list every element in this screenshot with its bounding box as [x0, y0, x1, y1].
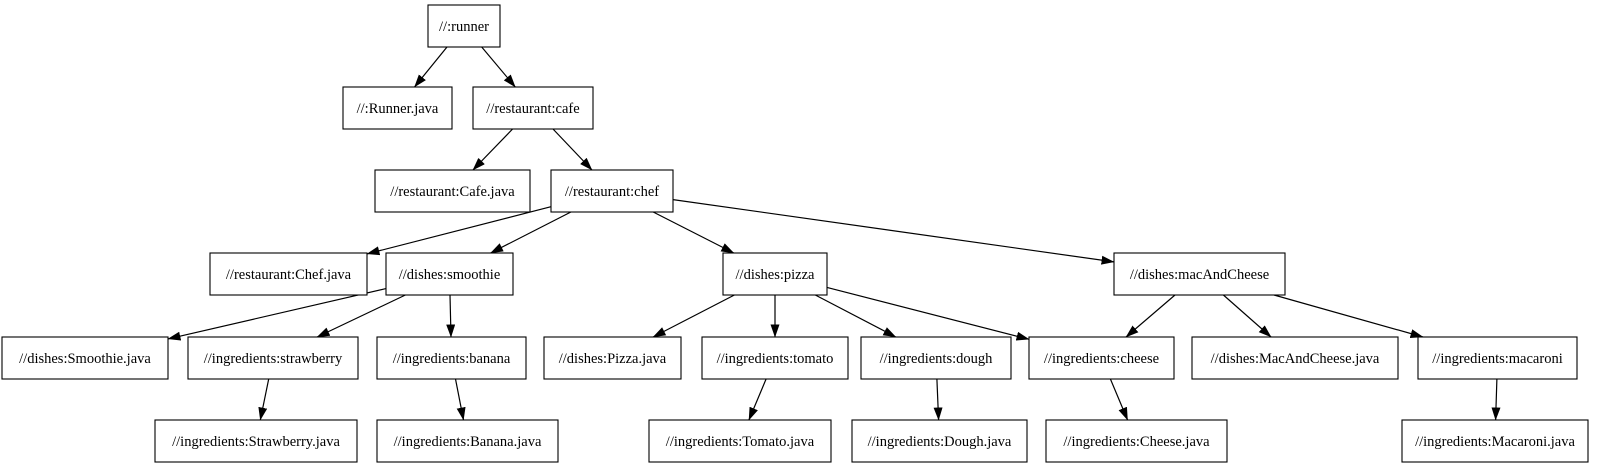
graph-node-label-dough: //ingredients:dough	[880, 351, 994, 367]
graph-edge-mac_and_cheese-mac_and_cheese_java	[1223, 294, 1272, 338]
graph-edge-pizza-dough	[815, 294, 897, 338]
graph-node-dough: //ingredients:dough	[860, 336, 1012, 380]
graph-node-box-runner_java	[342, 86, 453, 130]
graph-edge-chef-mac_and_cheese	[672, 199, 1115, 265]
graph-node-box-mac_and_cheese_java	[1191, 336, 1399, 380]
graph-node-strawberry: //ingredients:strawberry	[187, 336, 359, 380]
graph-node-label-cheese: //ingredients:cheese	[1044, 351, 1159, 367]
graph-node-box-pizza	[722, 252, 828, 296]
graph-node-runner_java: //:Runner.java	[342, 86, 453, 130]
graph-node-label-banana_java: //ingredients:Banana.java	[394, 434, 542, 450]
graph-edge-smoothie-strawberry	[316, 294, 406, 338]
graph-edge-mac_and_cheese-cheese	[1125, 294, 1176, 338]
graph-node-pizza: //dishes:pizza	[722, 252, 828, 296]
graph-node-label-strawberry_java: //ingredients:Strawberry.java	[172, 434, 340, 450]
graph-node-label-pizza: //dishes:pizza	[736, 267, 815, 283]
graph-node-label-banana: //ingredients:banana	[393, 351, 511, 367]
graph-edge-pizza-pizza_java	[652, 294, 735, 338]
graph-node-box-tomato	[701, 336, 849, 380]
graph-node-label-cafe_java: //restaurant:Cafe.java	[390, 184, 515, 200]
graph-node-smoothie_java: //dishes:Smoothie.java	[1, 336, 169, 380]
graph-node-label-cheese_java: //ingredients:Cheese.java	[1063, 434, 1210, 450]
graph-node-box-dough_java	[851, 419, 1028, 463]
graph-edge-strawberry-strawberry_java	[258, 378, 270, 421]
graph-edge-cafe-chef	[552, 128, 593, 171]
graph-node-label-strawberry: //ingredients:strawberry	[204, 351, 343, 367]
graph-node-cafe: //restaurant:cafe	[472, 86, 594, 130]
graph-node-label-pizza_java: //dishes:Pizza.java	[559, 351, 667, 367]
graph-node-label-macaroni: //ingredients:macaroni	[1432, 351, 1562, 367]
graph-edge-smoothie-banana	[446, 294, 456, 338]
graph-node-box-macaroni_java	[1401, 419, 1589, 463]
graph-node-box-smoothie_java	[1, 336, 169, 380]
graph-node-box-cheese	[1028, 336, 1175, 380]
graph-node-box-chef	[550, 169, 674, 213]
graph-node-box-tomato_java	[648, 419, 832, 463]
graph-node-label-chef: //restaurant:chef	[565, 184, 659, 200]
graph-node-box-pizza_java	[543, 336, 682, 380]
graph-node-cafe_java: //restaurant:Cafe.java	[374, 169, 531, 213]
graph-node-box-mac_and_cheese	[1113, 252, 1286, 296]
graph-node-chef_java: //restaurant:Chef.java	[209, 252, 368, 296]
graph-edge-chef-chef_java	[366, 206, 552, 256]
graph-node-box-chef_java	[209, 252, 368, 296]
graph-edge-cafe-cafe_java	[472, 128, 514, 171]
graph-node-label-macaroni_java: //ingredients:Macaroni.java	[1415, 434, 1575, 450]
graph-node-smoothie: //dishes:smoothie	[385, 252, 514, 296]
graph-edge-banana-banana_java	[454, 378, 466, 421]
graph-edge-tomato-tomato_java	[748, 378, 767, 421]
graph-node-macaroni: //ingredients:macaroni	[1417, 336, 1578, 380]
graph-node-box-strawberry	[187, 336, 359, 380]
graph-node-pizza_java: //dishes:Pizza.java	[543, 336, 682, 380]
graph-node-label-smoothie: //dishes:smoothie	[399, 267, 501, 283]
graph-node-box-banana	[376, 336, 527, 380]
graph-node-box-banana_java	[376, 419, 559, 463]
graph-edge-chef-pizza	[652, 211, 735, 254]
graph-node-runner: //:runner	[427, 4, 501, 48]
graph-node-banana_java: //ingredients:Banana.java	[376, 419, 559, 463]
graph-node-label-mac_and_cheese_java: //dishes:MacAndCheese.java	[1211, 351, 1380, 367]
graph-edges-layer	[167, 46, 1501, 421]
graph-node-strawberry_java: //ingredients:Strawberry.java	[154, 419, 358, 463]
graph-node-label-dough_java: //ingredients:Dough.java	[868, 434, 1012, 450]
graph-edge-mac_and_cheese-macaroni	[1273, 294, 1424, 338]
graph-nodes-layer: //:runner //:Runner.java //restaurant:cafe…	[1, 4, 1589, 463]
graph-node-box-cafe_java	[374, 169, 531, 213]
graph-edge-dough-dough_java	[933, 378, 943, 421]
graph-node-box-cafe	[472, 86, 594, 130]
graph-node-label-chef_java: //restaurant:Chef.java	[226, 267, 352, 283]
graph-node-label-tomato: //ingredients:tomato	[717, 351, 834, 367]
graph-node-label-tomato_java: //ingredients:Tomato.java	[666, 434, 815, 450]
graph-edge-macaroni-macaroni_java	[1491, 378, 1501, 421]
graph-node-box-runner	[427, 4, 501, 48]
graph-node-mac_and_cheese: //dishes:macAndCheese	[1113, 252, 1286, 296]
graph-node-macaroni_java: //ingredients:Macaroni.java	[1401, 419, 1589, 463]
graph-node-label-runner: //:runner	[439, 19, 489, 35]
graph-node-cheese: //ingredients:cheese	[1028, 336, 1175, 380]
graph-node-label-smoothie_java: //dishes:Smoothie.java	[19, 351, 151, 367]
graph-node-label-cafe: //restaurant:cafe	[486, 101, 579, 117]
graph-edge-chef-smoothie	[490, 211, 572, 254]
graph-edge-runner-cafe	[481, 46, 516, 88]
graph-node-box-cheese_java	[1045, 419, 1228, 463]
graph-edge-cheese-cheese_java	[1109, 378, 1129, 421]
graph-node-cheese_java: //ingredients:Cheese.java	[1045, 419, 1228, 463]
graph-node-dough_java: //ingredients:Dough.java	[851, 419, 1028, 463]
graph-node-banana: //ingredients:banana	[376, 336, 527, 380]
graph-node-mac_and_cheese_java: //dishes:MacAndCheese.java	[1191, 336, 1399, 380]
graph-edge-smoothie-smoothie_java	[167, 288, 387, 341]
graph-node-label-mac_and_cheese: //dishes:macAndCheese	[1130, 267, 1269, 283]
graph-node-box-strawberry_java	[154, 419, 358, 463]
graph-node-label-runner_java: //:Runner.java	[357, 101, 439, 117]
graph-node-tomato_java: //ingredients:Tomato.java	[648, 419, 832, 463]
graph-node-box-macaroni	[1417, 336, 1578, 380]
graph-node-box-smoothie	[385, 252, 514, 296]
graph-edge-runner-runner_java	[414, 46, 448, 88]
graph-edge-pizza-cheese	[826, 286, 1030, 341]
graph-node-box-dough	[860, 336, 1012, 380]
graph-node-tomato: //ingredients:tomato	[701, 336, 849, 380]
graph-node-chef: //restaurant:chef	[550, 169, 674, 213]
